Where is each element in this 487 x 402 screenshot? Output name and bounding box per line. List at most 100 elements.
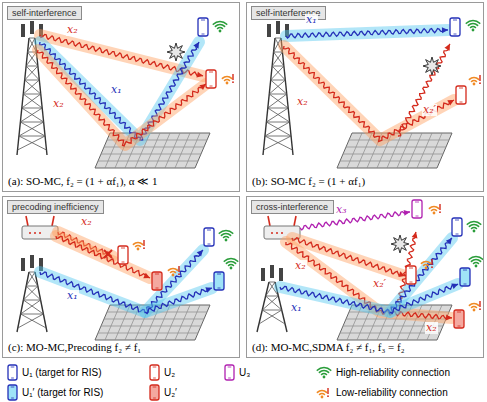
tower-brace (21, 300, 41, 314)
tower-brace (23, 80, 39, 94)
ap-antenna (52, 216, 54, 226)
phone-speaker (409, 268, 413, 269)
tower-brace (259, 310, 282, 324)
signal-arc (424, 264, 429, 265)
legend-entry: U₂′ (164, 387, 177, 399)
ris-grid (349, 140, 449, 141)
ris-grid (347, 133, 362, 168)
phone-body (206, 70, 216, 88)
antenna-panel (279, 268, 283, 281)
low-reliability-icon (429, 204, 440, 214)
signal-arc (213, 22, 226, 25)
panel-frame: (a): SO-MC, f₂ = (1 + αf₁), α ≪ 1 self-in… (2, 2, 240, 192)
arrow-head (205, 287, 212, 293)
warning-mark (439, 204, 440, 210)
warning-mark (232, 81, 234, 83)
arrow-head (196, 72, 203, 78)
tower-brace (274, 52, 284, 66)
phone-icon (152, 272, 162, 290)
phone-button (410, 282, 413, 283)
interference-burst (391, 235, 409, 253)
ap-antenna (26, 216, 28, 226)
tower-rung (23, 94, 40, 95)
tower-rung (271, 80, 286, 81)
warning-mark (479, 75, 480, 81)
phone-icon (206, 70, 216, 88)
panel-heading: self-interference (12, 8, 77, 18)
phone-body (214, 272, 224, 290)
signal-arc (471, 260, 480, 262)
low-reliability-icon (469, 301, 480, 311)
phone-speaker (11, 367, 15, 368)
warning-mark (431, 259, 432, 265)
phone-icon (456, 86, 466, 104)
signal-arc (224, 259, 237, 262)
phone-speaker (155, 274, 159, 275)
panel-caption: (d): MO-MC,SDMA f₂ ≠ f₁, f₃ = f₂ (252, 341, 405, 354)
warning-mark (327, 395, 329, 397)
tower-rung (274, 52, 283, 53)
phone-speaker (217, 274, 221, 275)
signal-arc (320, 394, 325, 395)
signal-label: x₂ (296, 96, 309, 108)
antenna-panel (270, 265, 274, 278)
tower-rung (25, 80, 40, 81)
signal-arc (322, 373, 327, 374)
low-reliability-icon (133, 240, 144, 250)
tower-rung (272, 66, 284, 67)
warning-mark (431, 266, 433, 268)
antenna-panel (30, 21, 34, 34)
phone-icon (150, 365, 159, 380)
phone-body (152, 272, 162, 290)
signal-arc (218, 28, 223, 29)
panel-frame: (c): MO-MC,Precoding f₂ ≠ f₁precoding in… (2, 196, 240, 358)
panel-frame: (d): MO-MC,SDMA f₂ ≠ f₁, f₃ = f₂cross-in… (246, 196, 484, 358)
tower-brace (26, 272, 35, 286)
phone-icon (412, 200, 422, 218)
beam-band (56, 236, 150, 278)
panel-caption: (a): SO-MC, f₂ = (1 + αf₁), α ≪ 1 (8, 175, 158, 188)
panel-heading-box: self-interference (7, 6, 82, 20)
phone-speaker (459, 88, 463, 89)
phone-body (150, 385, 159, 400)
signal-arc (225, 79, 230, 80)
tower-rung (266, 296, 279, 297)
signal-arc (229, 265, 234, 266)
legend-entry: U₁′ (target for RIS) (22, 387, 103, 399)
signal-arc (472, 80, 477, 81)
warning-mark (178, 266, 179, 272)
ris-grid (105, 305, 120, 340)
antenna-panel (21, 258, 25, 271)
beam-band (40, 42, 199, 140)
high-reliability-icon (466, 20, 479, 31)
ris-grid (98, 333, 198, 334)
phone-icon (8, 365, 17, 380)
signal-arc (432, 209, 437, 210)
signal-arc (468, 23, 477, 25)
phone-button (464, 284, 467, 285)
tower-rung (26, 286, 38, 287)
phone-button (11, 378, 14, 379)
signal-dot (323, 376, 326, 379)
ris-grid (185, 305, 200, 340)
tower-brace (21, 314, 47, 328)
signal-label: x₂′ (372, 278, 387, 290)
ris-grid (101, 154, 201, 155)
phone-icon (204, 228, 214, 246)
high-reliability-icon (224, 259, 237, 270)
signal-label: x₂ (425, 322, 438, 334)
wave-line (145, 288, 212, 314)
signal-beam (390, 284, 458, 314)
ap-led (276, 232, 278, 234)
base-station-tower (257, 265, 287, 332)
tower-brace (266, 108, 288, 122)
phone-button (202, 34, 205, 35)
arrow-head (193, 42, 199, 49)
phone-speaker (228, 367, 232, 368)
tower-leg (257, 282, 269, 332)
blocked-mark (104, 250, 112, 258)
phone-icon (8, 385, 17, 400)
signal-beam (284, 46, 454, 141)
phone-body (412, 200, 422, 218)
warning-mark (479, 308, 481, 310)
